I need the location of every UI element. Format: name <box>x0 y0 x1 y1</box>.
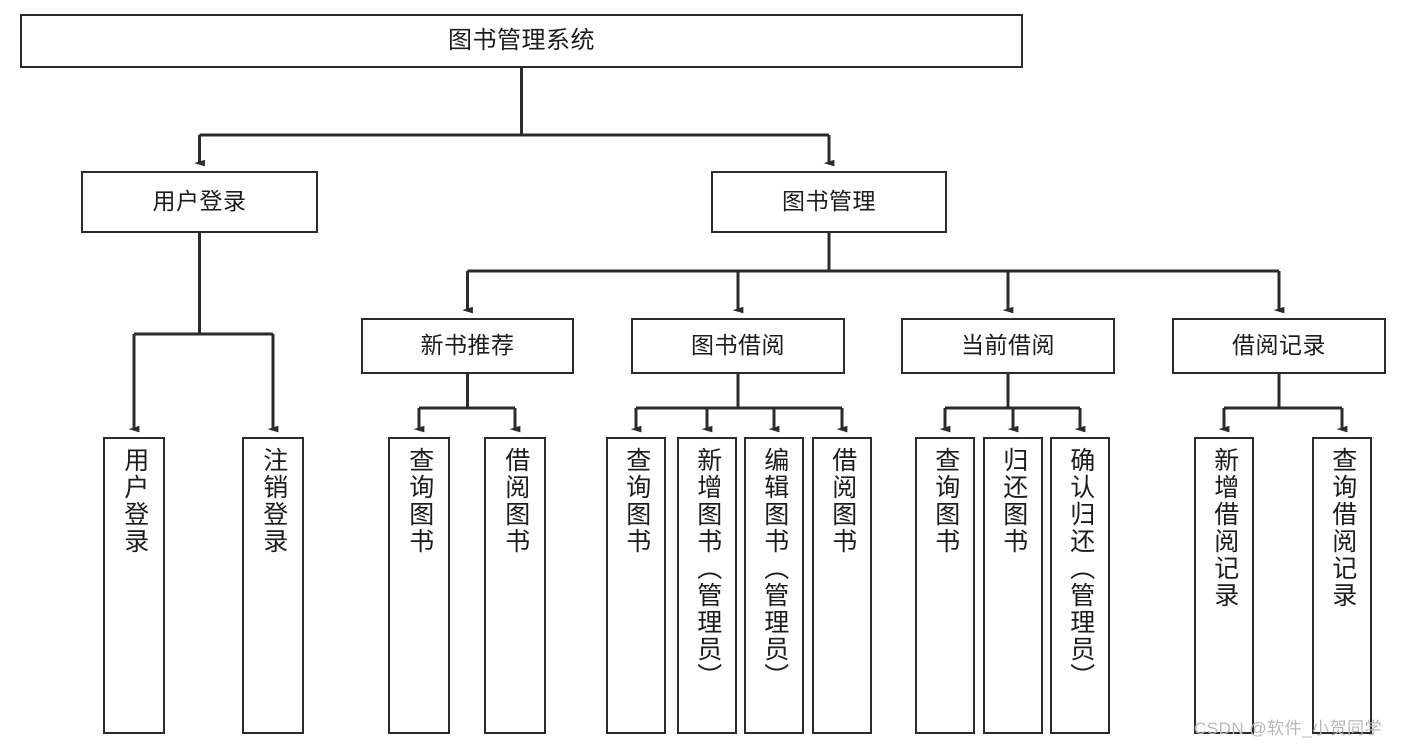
node-leaf-query-borrow-record-label: 查询借阅记录 <box>1328 447 1357 609</box>
node-leaf-edit-book-admin-label: 编辑图书（管理员） <box>760 447 789 690</box>
node-leaf-return-book-label: 归还图书 <box>999 447 1028 555</box>
node-book-borrow-label: 图书借阅 <box>691 332 785 359</box>
node-leaf-borrow-book-label: 借阅图书 <box>828 447 857 555</box>
node-user-login[interactable]: 用户登录 <box>81 171 318 233</box>
node-leaf-user-login[interactable]: 用户登录 <box>103 437 165 734</box>
node-leaf-return-book[interactable]: 归还图书 <box>983 437 1043 734</box>
node-new-book-recommend[interactable]: 新书推荐 <box>361 318 574 374</box>
node-leaf-add-book-admin[interactable]: 新增图书（管理员） <box>677 437 737 734</box>
node-user-login-label: 用户登录 <box>152 188 247 215</box>
node-leaf-edit-book-admin[interactable]: 编辑图书（管理员） <box>744 437 804 734</box>
csdn-watermark: CSDN @软件_小贺同学 <box>1194 719 1383 738</box>
node-leaf-add-book-admin-label: 新增图书（管理员） <box>693 447 722 690</box>
node-leaf-query-borrow-record[interactable]: 查询借阅记录 <box>1312 437 1372 734</box>
node-leaf-borrow-book-recommend[interactable]: 借阅图书 <box>484 437 546 734</box>
node-leaf-confirm-return-admin[interactable]: 确认归还（管理员） <box>1050 437 1110 734</box>
node-current-borrow-label: 当前借阅 <box>961 332 1055 359</box>
node-leaf-query-book[interactable]: 查询图书 <box>606 437 666 734</box>
node-current-borrow[interactable]: 当前借阅 <box>901 318 1115 374</box>
node-leaf-logout-login-label: 注销登录 <box>259 447 288 555</box>
node-leaf-borrow-book[interactable]: 借阅图书 <box>812 437 872 734</box>
node-borrow-record-label: 借阅记录 <box>1232 332 1326 359</box>
node-leaf-query-book-label: 查询图书 <box>622 447 651 555</box>
node-root[interactable]: 图书管理系统 <box>20 14 1023 68</box>
node-leaf-add-borrow-record[interactable]: 新增借阅记录 <box>1194 437 1254 734</box>
node-leaf-user-login-label: 用户登录 <box>120 447 149 555</box>
node-leaf-query-book-current[interactable]: 查询图书 <box>915 437 975 734</box>
node-leaf-query-book-current-label: 查询图书 <box>931 447 960 555</box>
node-new-book-recommend-label: 新书推荐 <box>420 332 515 359</box>
node-root-label: 图书管理系统 <box>448 26 595 54</box>
node-book-borrow[interactable]: 图书借阅 <box>631 318 845 374</box>
node-leaf-confirm-return-admin-label: 确认归还（管理员） <box>1066 447 1095 690</box>
node-leaf-borrow-book-recommend-label: 借阅图书 <box>501 447 530 555</box>
node-leaf-query-book-recommend-label: 查询图书 <box>405 447 434 555</box>
node-book-management-label: 图书管理 <box>782 188 876 215</box>
node-leaf-logout-login[interactable]: 注销登录 <box>242 437 304 734</box>
node-leaf-query-book-recommend[interactable]: 查询图书 <box>388 437 450 734</box>
node-leaf-add-borrow-record-label: 新增借阅记录 <box>1210 447 1239 609</box>
node-book-management[interactable]: 图书管理 <box>711 171 947 233</box>
node-borrow-record[interactable]: 借阅记录 <box>1172 318 1386 374</box>
